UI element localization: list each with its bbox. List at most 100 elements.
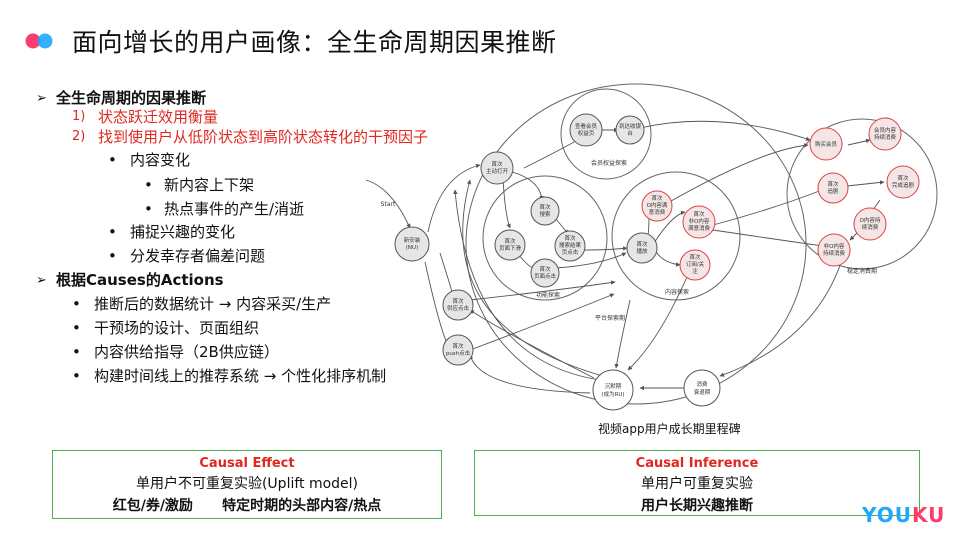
arrow-bullet-icon: ➢ xyxy=(36,91,47,106)
node-first-open xyxy=(480,151,514,185)
section1-item2: 找到使用户从低阶状态到高阶状态转化的干预因子 xyxy=(98,128,429,146)
section1-item1: 状态跃迁效用衡量 xyxy=(98,108,219,126)
section2-item2: 干预场的设计、页面组织 xyxy=(94,319,260,337)
section2-item4: 构建时间线上的推荐系统 → 个性化排序机制 xyxy=(94,367,387,385)
logo-dots xyxy=(25,33,53,49)
node-first-search-label: 首次 xyxy=(539,203,551,211)
bullet-dot-icon: • xyxy=(144,200,153,218)
node-subscribe-label: 首次 xyxy=(689,253,701,261)
diagram-caption: 视频app用户成长期里程碑 xyxy=(598,422,741,436)
node-cashier xyxy=(615,115,645,145)
node-decline-label: 衰退期 xyxy=(694,388,711,396)
diagram-nodes: 新安装 (NU) 首次 主动打开 首次 搜索 首次 页面下滑 首次 搜索结果 页… xyxy=(394,113,920,411)
node-o-full-label: 首次 xyxy=(651,194,663,202)
node-first-chase-label: 追剧 xyxy=(827,187,839,195)
region-label-platform: 平台探索期 xyxy=(595,314,625,322)
node-member-continue-label: 持续消费 xyxy=(874,133,897,141)
node-first-search-click-label: 首次 xyxy=(564,234,576,242)
node-first-search-label: 搜索 xyxy=(539,210,551,218)
function-region xyxy=(482,175,608,301)
content-updown: 新内容上下架 xyxy=(164,176,255,194)
section1-item2-number: 2) xyxy=(72,129,86,144)
bullet-dot-icon: • xyxy=(72,343,81,361)
node-buy-member-label: 购买会员 xyxy=(815,140,838,148)
node-non-o xyxy=(682,205,716,239)
node-view-member xyxy=(569,113,603,147)
node-first-page-click xyxy=(530,258,560,288)
node-o-full-label: 意消费 xyxy=(649,208,666,216)
node-first-page-down-label: 首次 xyxy=(504,237,516,245)
node-decline xyxy=(683,369,721,407)
node-non-o-continue-label: 持续消费 xyxy=(823,249,846,257)
node-first-page-click-label: 首次 xyxy=(539,265,551,273)
causal-inference-line2: 用户长期兴趣推断 xyxy=(641,498,753,514)
causal-inference-box: Causal Inference 单用户可重复实验 用户长期兴趣推断 xyxy=(474,450,920,516)
node-complete-chase-label: 完成追剧 xyxy=(892,181,915,189)
node-new-install xyxy=(394,226,430,262)
youku-logo: YOUKU xyxy=(862,503,945,527)
node-non-o-label: 首次 xyxy=(693,210,705,218)
bullet-dot-icon: • xyxy=(144,176,153,194)
node-first-page-down-label: 页面下滑 xyxy=(499,244,522,252)
node-member-continue-label: 会员内容 xyxy=(874,126,897,134)
node-dormant xyxy=(592,369,634,411)
bullet-dot-icon: • xyxy=(72,295,81,313)
node-first-chase xyxy=(817,172,849,204)
section2-heading: 根据Causes的Actions xyxy=(56,271,224,289)
content-region xyxy=(611,171,741,301)
node-new-install-label: (NU) xyxy=(406,245,418,251)
node-member-continue xyxy=(868,117,902,151)
node-view-member-label: 查看会员 xyxy=(575,122,598,130)
node-first-play-label: 首次 xyxy=(636,240,648,248)
causal-effect-box: Causal Effect 单用户不可重复实验(Uplift model) 红包… xyxy=(52,450,442,519)
youku-logo-part1: YOU xyxy=(862,503,913,527)
youku-logo-part2: KU xyxy=(912,503,946,527)
node-first-chase-label: 首次 xyxy=(827,180,839,188)
node-push-return-label: 供应点击 xyxy=(447,304,470,312)
node-o-continue-label: O内容持 xyxy=(860,216,881,224)
bullet-dot-icon: • xyxy=(108,247,117,265)
hot-events: 热点事件的产生/消逝 xyxy=(164,200,305,218)
node-push-click-label: push点击 xyxy=(446,349,471,357)
node-o-full xyxy=(641,190,673,222)
causal-inference-line1: 单用户可重复实验 xyxy=(641,476,753,492)
node-complete-chase xyxy=(886,165,920,199)
node-first-page-down xyxy=(494,229,526,261)
node-dormant-label: 沉默期 xyxy=(605,382,622,390)
section2-item1: 推断后的数据统计 → 内容采买/生产 xyxy=(94,295,332,313)
bullet-dot-icon: • xyxy=(108,223,117,241)
bullet-dot-icon: • xyxy=(72,367,81,385)
start-label: Start xyxy=(381,201,396,208)
node-o-full-label: O内容满 xyxy=(647,201,668,209)
section1-item1-number: 1) xyxy=(72,109,86,124)
node-subscribe-label: 订阅/关 xyxy=(686,260,705,268)
capture-interest: 捕捉兴趣的变化 xyxy=(130,223,236,241)
node-first-search-click xyxy=(554,230,586,262)
member-region xyxy=(560,88,652,180)
node-push-click-label: 首次 xyxy=(452,342,464,350)
survivor-bias: 分发幸存者偏差问题 xyxy=(130,247,266,265)
node-first-open-label: 首次 xyxy=(491,160,503,168)
node-new-install-label: 新安装 xyxy=(404,236,421,244)
node-cashier-label: 到达收银 xyxy=(619,122,642,130)
node-first-search xyxy=(530,196,560,226)
node-first-open-label: 主动打开 xyxy=(486,167,509,175)
node-first-search-click-label: 页点击 xyxy=(562,248,579,256)
arrow-bullet-icon: ➢ xyxy=(36,273,47,288)
node-non-o-label: 非O内容 xyxy=(689,217,710,225)
node-non-o-continue xyxy=(817,233,851,267)
causal-effect-heading: Causal Effect xyxy=(199,456,295,471)
node-view-member-label: 权益页 xyxy=(578,129,595,137)
node-push-return-label: 首次 xyxy=(452,297,464,305)
content-change: 内容变化 xyxy=(130,151,191,169)
node-non-o-continue-label: 非O内容 xyxy=(824,242,845,250)
node-first-search-click-label: 搜索结果 xyxy=(559,241,582,249)
causal-effect-line2: 红包/券/激励 特定时期的头部内容/热点 xyxy=(112,498,382,514)
node-decline-label: 消费 xyxy=(696,380,708,388)
node-complete-chase-label: 首次 xyxy=(897,174,909,182)
node-o-continue xyxy=(853,207,887,241)
causal-effect-line1: 单用户不可重复实验(Uplift model) xyxy=(135,476,359,492)
node-dormant-label: (成为RU) xyxy=(601,390,624,398)
node-o-continue-label: 续消费 xyxy=(862,223,879,231)
